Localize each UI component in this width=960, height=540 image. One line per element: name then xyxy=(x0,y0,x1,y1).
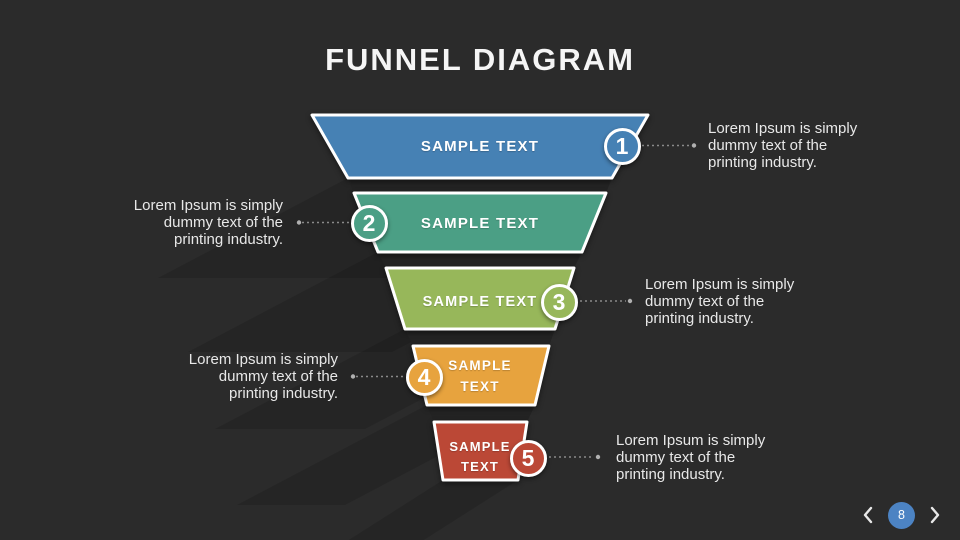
leader-line-dots xyxy=(296,143,697,460)
stage-2-description: Lorem Ipsum is simply dummy text of the … xyxy=(134,197,283,248)
funnel-stage-5 xyxy=(432,420,529,482)
stage-3-label: SAMPLE TEXT xyxy=(422,294,538,310)
desc-line: printing industry. xyxy=(616,466,725,483)
stage-1-number-badge: 1 xyxy=(603,127,641,165)
stage-5-description: Lorem Ipsum is simply dummy text of the … xyxy=(616,432,765,483)
stage-5-label: SAMPLE TEXT xyxy=(449,439,511,474)
stage-1-number: 1 xyxy=(615,132,629,159)
desc-line: printing industry. xyxy=(708,154,817,171)
stage-4-label: SAMPLE TEXT xyxy=(448,358,512,394)
prev-page-button[interactable] xyxy=(861,504,875,526)
next-page-button[interactable] xyxy=(928,504,942,526)
desc-line: dummy text of the xyxy=(708,137,828,154)
desc-line: Lorem Ipsum is simply xyxy=(616,432,766,449)
desc-line: printing industry. xyxy=(174,231,283,248)
desc-line: Lorem Ipsum is simply xyxy=(708,120,858,137)
funnel-stage-1 xyxy=(310,113,650,180)
stage-5-number-badge: 5 xyxy=(509,439,547,477)
desc-line: Lorem Ipsum is simply xyxy=(188,351,338,368)
desc-line: dummy text of the xyxy=(218,368,338,385)
stage-4-number-badge: 4 xyxy=(405,358,443,396)
desc-line: printing industry. xyxy=(645,310,754,327)
stage-1-label: SAMPLE TEXT xyxy=(420,137,540,155)
stage-4-number: 4 xyxy=(417,363,431,390)
pagination: 8 xyxy=(861,500,942,530)
leader-lines xyxy=(302,144,690,458)
page-title: FUNNEL DIAGRAM xyxy=(325,42,635,77)
stage-3-description: Lorem Ipsum is simply dummy text of the … xyxy=(645,276,794,327)
page-number-badge[interactable]: 8 xyxy=(888,501,915,529)
stage-5-number: 5 xyxy=(521,444,535,471)
desc-line: Lorem Ipsum is simply xyxy=(645,276,795,293)
stage-3-number: 3 xyxy=(552,288,566,315)
stage-1-description: Lorem Ipsum is simply dummy text of the … xyxy=(708,120,857,171)
stage-4-description: Lorem Ipsum is simply dummy text of the … xyxy=(189,351,338,402)
desc-line: dummy text of the xyxy=(163,214,283,231)
desc-line: dummy text of the xyxy=(616,449,736,466)
desc-line: dummy text of the xyxy=(645,293,765,310)
stage-2-number-badge: 2 xyxy=(350,204,388,242)
chevron-left-icon xyxy=(863,506,873,524)
chevron-right-icon xyxy=(930,506,940,524)
stage-2-label: SAMPLE TEXT xyxy=(420,214,540,232)
funnel-stage-3 xyxy=(384,266,576,331)
stage-3-number-badge: 3 xyxy=(540,283,578,321)
desc-line: Lorem Ipsum is simply xyxy=(133,197,283,214)
stage-2-number: 2 xyxy=(362,209,376,236)
desc-line: printing industry. xyxy=(229,385,338,402)
funnel-gap-connectors xyxy=(348,178,612,422)
